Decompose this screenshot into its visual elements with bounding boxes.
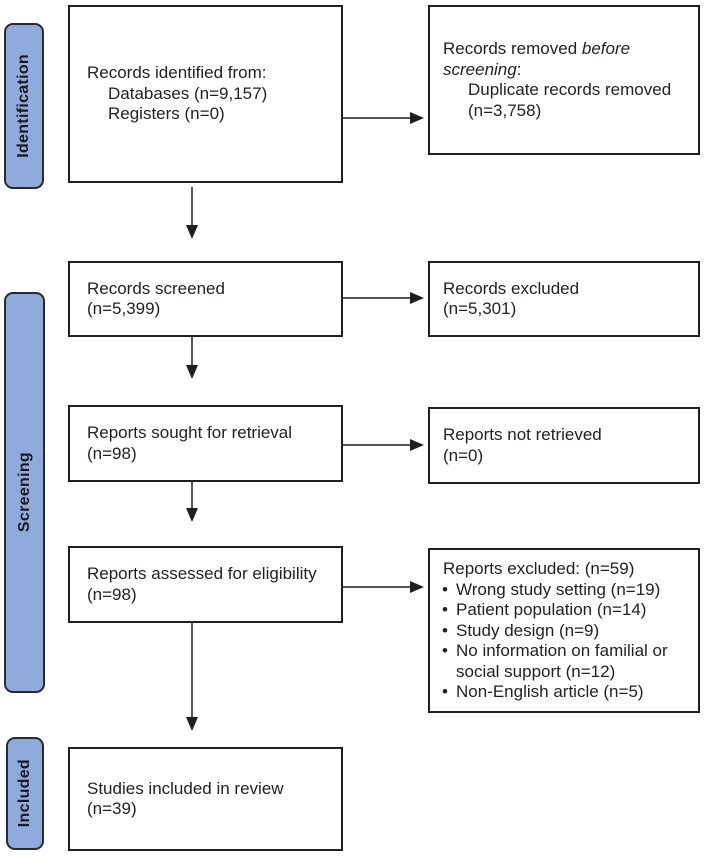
- records-removed-count: (n=3,758): [468, 100, 542, 120]
- studies-included-box: Studies included in review (n=39): [68, 747, 343, 851]
- records-excluded-count: (n=5,301): [443, 299, 517, 318]
- records-removed-colon: :: [516, 59, 522, 79]
- records-identified-title: Records identified from:: [87, 63, 267, 83]
- arrow-sought-to-assessed: [186, 482, 198, 522]
- bullet-icon: •: [442, 579, 448, 599]
- arrow-identified-to-screened: [186, 187, 198, 239]
- reports-excluded-reason-text: Study design (n=9): [456, 620, 600, 640]
- reports-excluded-reason: • Wrong study setting (n=19): [442, 579, 692, 601]
- stage-included: Included: [6, 737, 44, 850]
- bullet-icon: •: [442, 641, 448, 660]
- bullet-icon: •: [442, 600, 448, 619]
- studies-included-title: Studies included in review: [87, 778, 284, 798]
- stage-included-label: Included: [16, 759, 33, 828]
- records-removed-prefix: Records removed: [443, 39, 582, 58]
- reports-assessed-box: Reports assessed for eligibility (n=98): [68, 546, 343, 623]
- records-removed-detail: Duplicate records removed: [468, 80, 672, 99]
- reports-excluded-reason-text: No information on familial or social sup…: [456, 641, 668, 681]
- records-screened-box: Records screened (n=5,399): [68, 261, 343, 337]
- arrow-assessed-to-included: [186, 623, 198, 731]
- records-screened-title: Records screened: [87, 278, 225, 298]
- records-removed-box: Records removed before screening: Duplica…: [428, 5, 700, 155]
- records-excluded-title: Records excluded: [443, 278, 580, 298]
- reports-excluded-reason-text: Non-English article (n=5): [456, 682, 644, 701]
- records-identified-databases: Databases (n=9,157): [108, 83, 268, 103]
- records-identified-registers: Registers (n=0): [108, 104, 225, 124]
- reports-not-retrieved-title: Reports not retrieved: [443, 425, 602, 444]
- arrow-screened-to-excluded: [343, 292, 424, 304]
- records-excluded-box: Records excluded (n=5,301): [428, 261, 700, 337]
- reports-excluded-reason: • No information on familial or social s…: [442, 641, 692, 682]
- reports-excluded-reason: • Non-English article (n=5): [442, 682, 692, 703]
- stage-identification: Identification: [4, 23, 44, 189]
- stage-identification-label: Identification: [15, 54, 32, 158]
- records-removed-title: Records removed before screening:: [443, 39, 692, 80]
- records-removed-italic-screening: screening: [443, 59, 517, 79]
- reports-sought-box: Reports sought for retrieval (n=98): [68, 405, 343, 482]
- reports-assessed-count: (n=98): [87, 584, 137, 604]
- stage-screening: Screening: [4, 292, 45, 693]
- records-screened-count: (n=5,399): [87, 299, 161, 318]
- reports-assessed-title: Reports assessed for eligibility: [87, 564, 317, 583]
- reports-excluded-reason: • Study design (n=9): [442, 620, 692, 642]
- arrow-assessed-to-reports-excluded: [343, 581, 424, 593]
- bullet-icon: •: [442, 682, 448, 701]
- reports-excluded-title: Reports excluded: (n=59): [443, 559, 635, 578]
- reports-not-retrieved-box: Reports not retrieved (n=0): [428, 407, 700, 484]
- reports-excluded-reason: • Patient population (n=14): [442, 600, 692, 621]
- records-removed-italic-before: before: [581, 39, 631, 58]
- reports-not-retrieved-count: (n=0): [443, 445, 484, 465]
- bullet-icon: •: [442, 620, 448, 640]
- reports-excluded-reason-text: Patient population (n=14): [456, 600, 647, 619]
- arrow-sought-to-not-retrieved: [343, 439, 424, 451]
- arrow-screened-to-sought: [186, 337, 198, 379]
- reports-sought-count: (n=98): [87, 443, 137, 463]
- stage-screening-label: Screening: [15, 452, 33, 533]
- reports-excluded-box: Reports excluded: (n=59) • Wrong study s…: [428, 548, 700, 713]
- records-identified-box: Records identified from: Databases (n=9,…: [68, 5, 343, 183]
- studies-included-count: (n=39): [87, 799, 137, 818]
- arrow-identified-to-removed: [343, 112, 424, 124]
- reports-sought-title: Reports sought for retrieval: [87, 423, 293, 442]
- reports-excluded-reason-text: Wrong study setting (n=19): [456, 579, 661, 599]
